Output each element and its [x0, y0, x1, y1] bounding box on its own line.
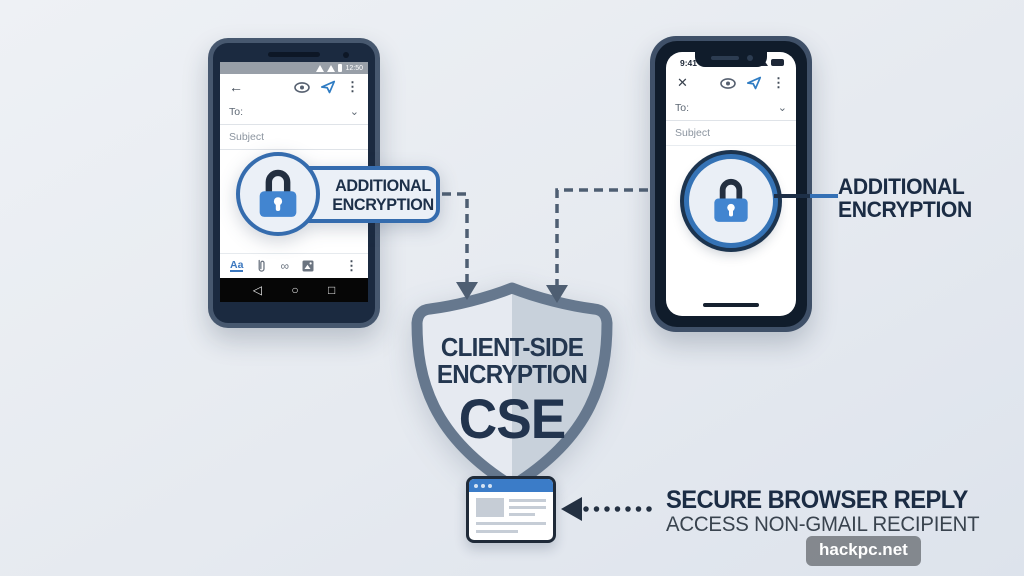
- lock-icon: [259, 169, 297, 217]
- send-icon[interactable]: [320, 80, 336, 94]
- compose-toolbar: ← ⋮: [220, 74, 368, 100]
- visibility-icon[interactable]: [294, 81, 310, 93]
- window-dot: [481, 483, 485, 488]
- shield-acronym: CSE: [458, 387, 566, 450]
- status-time: 9:41: [680, 57, 698, 68]
- battery-icon: [771, 59, 784, 66]
- android-status-bar: 12:50: [220, 62, 368, 74]
- to-label: To:: [229, 106, 244, 118]
- content-line: [509, 513, 535, 516]
- to-label: To:: [675, 102, 690, 114]
- content-line: [509, 506, 546, 509]
- signal-icon: [327, 64, 336, 72]
- more-format-icon[interactable]: ⋮: [345, 258, 358, 273]
- speaker-slot: [711, 56, 739, 60]
- badge-circle: [236, 152, 320, 236]
- browser-titlebar: [469, 479, 553, 492]
- additional-encryption-badge-left: ADDITIONAL ENCRYPTION: [232, 148, 444, 240]
- link-icon[interactable]: ∞: [280, 259, 289, 273]
- badge-line1: ADDITIONAL: [335, 175, 431, 195]
- subject-field[interactable]: Subject: [666, 121, 796, 146]
- cse-shield: [411, 282, 613, 492]
- badge-text: ADDITIONAL ENCRYPTION: [331, 166, 436, 223]
- content-thumbnail: [476, 498, 504, 517]
- more-menu-icon[interactable]: ⋮: [772, 75, 785, 90]
- secure-browser-reply-subtitle: ACCESS NON-GMAIL RECIPIENT: [666, 513, 980, 536]
- secure-browser-reply-title: SECURE BROWSER REPLY: [666, 486, 968, 514]
- status-time: 12:50: [345, 64, 363, 72]
- nav-home-button[interactable]: ○: [291, 283, 299, 297]
- iphone-screen: 9:41 ✕: [666, 52, 796, 316]
- battery-icon: [338, 64, 343, 72]
- attachment-icon[interactable]: [256, 259, 267, 273]
- lock-icon: [714, 179, 748, 222]
- additional-encryption-label-right: ADDITIONAL ENCRYPTION: [838, 175, 972, 221]
- android-nav-bar: ◁ ○ □: [220, 278, 368, 302]
- chevron-down-icon[interactable]: ⌄: [349, 105, 359, 118]
- format-toolbar: Aa ∞ ⋮: [220, 253, 368, 278]
- subject-label: Subject: [675, 127, 711, 139]
- content-line: [509, 499, 546, 502]
- front-camera: [747, 55, 753, 61]
- more-menu-icon[interactable]: ⋮: [346, 79, 359, 94]
- iphone-bezel: 9:41 ✕: [655, 41, 807, 327]
- font-style-button[interactable]: Aa: [230, 258, 244, 273]
- content-line: [476, 522, 546, 525]
- to-field[interactable]: To: ⌄: [666, 96, 796, 121]
- dashed-arrow-right: [555, 188, 648, 286]
- iphone-notch: [695, 52, 767, 67]
- content-line: [476, 530, 518, 533]
- to-field[interactable]: To: ⌄: [220, 100, 368, 125]
- browser-window-icon: [466, 476, 556, 543]
- window-dot: [488, 483, 492, 488]
- image-icon[interactable]: [302, 260, 314, 272]
- label-line1: ADDITIONAL: [838, 174, 965, 199]
- home-indicator[interactable]: [703, 303, 759, 307]
- badge-line2: ENCRYPTION: [332, 194, 434, 214]
- shield-text: CLIENT-SIDE ENCRYPTION CSE: [402, 334, 622, 448]
- wifi-icon: [316, 64, 325, 72]
- shield-title-line2: ENCRYPTION: [436, 359, 588, 389]
- window-dot: [474, 483, 478, 488]
- subject-field[interactable]: Subject: [220, 125, 368, 150]
- browser-content: [469, 492, 553, 533]
- dotted-arrowhead: [561, 497, 582, 521]
- nav-back-button[interactable]: ◁: [252, 283, 262, 297]
- chevron-down-icon[interactable]: ⌄: [777, 101, 787, 114]
- visibility-icon[interactable]: [720, 77, 736, 89]
- subject-label: Subject: [229, 131, 265, 143]
- shield-title-line1: CLIENT-SIDE: [440, 332, 584, 362]
- encryption-lock-badge: [684, 154, 778, 248]
- compose-toolbar: ✕ ⋮: [666, 70, 796, 96]
- front-camera: [343, 52, 349, 58]
- watermark-badge: hackpc.net: [806, 536, 921, 566]
- iphone: 9:41 ✕: [650, 36, 812, 332]
- send-icon[interactable]: [746, 76, 762, 90]
- label-line2: ENCRYPTION: [838, 197, 972, 222]
- back-icon[interactable]: ←: [229, 79, 243, 95]
- close-icon[interactable]: ✕: [677, 75, 688, 90]
- dashed-arrow-left: [442, 192, 469, 283]
- nav-recents-button[interactable]: □: [328, 283, 336, 297]
- speaker-slot: [268, 52, 320, 57]
